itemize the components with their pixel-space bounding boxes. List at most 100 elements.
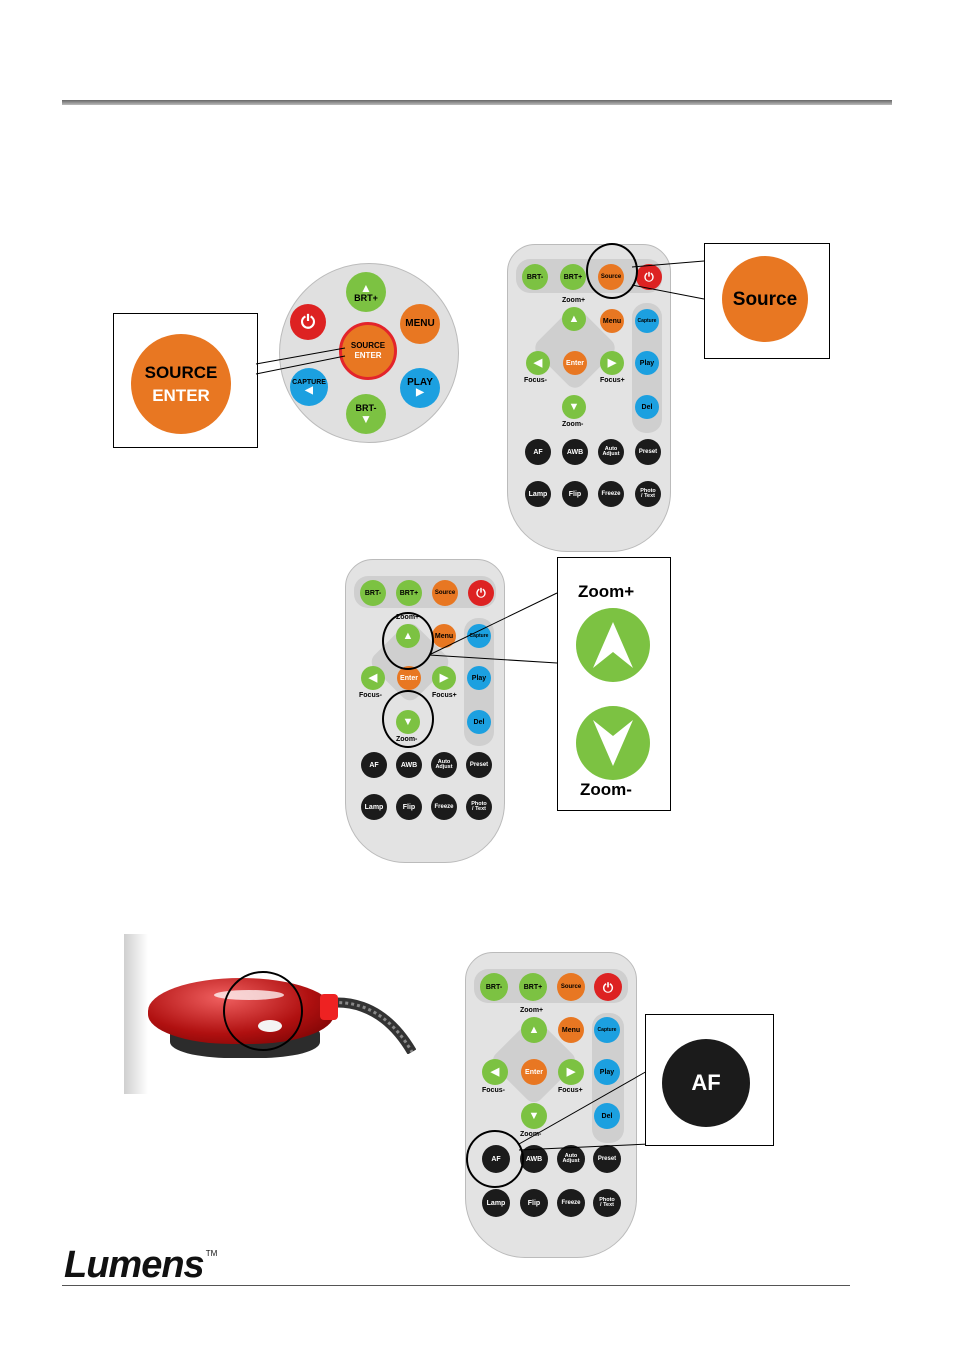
remote1-preset-label: Preset [638,449,658,455]
remote3-source[interactable]: Source [557,973,585,1001]
remote3-capture[interactable]: Capture [594,1017,620,1043]
remote2-flip[interactable]: Flip [396,794,422,820]
remote-af-highlight: BRT- BRT+ Source ⏻ Zoom+ ▲ Menu Capture … [465,952,637,1258]
chevron-down-icon: ▼ [360,411,372,426]
remote2-brt-minus-label: BRT- [364,589,382,597]
af-callout-box: AF [645,1014,774,1146]
remote3-enter-label: Enter [525,1068,543,1076]
source-callout-button: Source [722,256,808,342]
remote1-lamp[interactable]: Lamp [525,481,551,507]
source-callout-box: Source [704,243,830,359]
remote1-del[interactable]: Del [635,395,659,419]
remote3-enter[interactable]: Enter [521,1059,547,1085]
remote1-zoom-plus-label: Zoom+ [562,297,586,304]
remote2-enter[interactable]: Enter [397,666,421,690]
chevron-up-icon: ▲ [360,280,372,295]
remote2-capture[interactable]: Capture [467,624,491,648]
remote1-photo-text[interactable]: Photo/ Text [635,481,661,507]
remote3-brt-minus[interactable]: BRT- [480,973,508,1001]
remote1-text-label: / Text [641,493,655,499]
remote3-play[interactable]: Play [594,1059,620,1085]
remote2-lamp[interactable]: Lamp [361,794,387,820]
remote3-flip[interactable]: Flip [520,1189,548,1217]
remote1-flip[interactable]: Flip [562,481,588,507]
source-callout-leader [631,260,705,300]
remote2-af-label: AF [369,761,379,769]
remote1-enter[interactable]: Enter [563,351,587,375]
brand-trademark: TM [205,1249,218,1258]
remote3-auto-label: Auto [564,1152,578,1159]
remote3-photo-text[interactable]: Photo/ Text [593,1189,621,1217]
remote2-flip-label: Flip [402,803,416,811]
remote1-adjust-label: Adjust [602,451,620,457]
remote1-brt-minus[interactable]: BRT- [522,264,548,290]
remote2-brt-plus[interactable]: BRT+ [396,580,422,606]
remote2-power[interactable]: ⏻ [468,580,494,606]
remote3-zoom-plus-label: Zoom+ [520,1007,544,1014]
remote1-awb[interactable]: AWB [562,439,588,465]
remote1-zoom-minus-label: Zoom- [562,421,584,428]
remote2-freeze[interactable]: Freeze [431,794,457,820]
remote2-source-label: Source [434,590,456,596]
remote2-af[interactable]: AF [361,752,387,778]
wheel-menu-label: MENU [405,318,435,329]
remote1-power[interactable]: ⏻ [636,264,662,290]
remote1-capture-label: Capture [637,317,657,324]
remote3-brt-plus[interactable]: BRT+ [519,973,547,1001]
remote2-del[interactable]: Del [467,710,491,734]
wheel-enter-label: ENTER [354,351,382,360]
remote2-awb[interactable]: AWB [396,752,422,778]
remote3-menu[interactable]: Menu [558,1017,584,1043]
remote1-zoom-minus[interactable]: ▼ [562,395,586,419]
remote1-menu[interactable]: Menu [600,309,624,333]
wheel-source-enter-button[interactable]: SOURCE ENTER [339,322,397,380]
wheel-capture-button[interactable]: CAPTURE ◀ [290,368,328,406]
wheel-power-button[interactable]: ⏻ [290,304,326,340]
remote2-auto-label: Auto [437,758,451,765]
remote3-freeze-label: Freeze [561,1200,581,1206]
source-enter-callout-leader [255,347,346,375]
remote3-preset[interactable]: Preset [593,1145,621,1173]
wheel-play-button[interactable]: PLAY ▶ [400,368,440,408]
remote3-lamp[interactable]: Lamp [482,1189,510,1217]
remote1-af[interactable]: AF [525,439,551,465]
remote1-focus-minus[interactable]: ◀ [526,351,550,375]
remote2-photo-text[interactable]: Photo/ Text [466,794,492,820]
remote1-photo-label: Photo [640,487,656,494]
power-icon: ⏻ [476,586,486,600]
remote1-zoom-plus[interactable]: ▲ [562,307,586,331]
remote3-zoom-minus[interactable]: ▼ [521,1103,547,1129]
chevron-left-icon: ◀ [533,356,543,369]
remote2-capture-label: Capture [469,632,489,639]
remote3-brt-minus-label: BRT- [485,983,503,991]
remote2-preset[interactable]: Preset [466,752,492,778]
remote2-brt-minus[interactable]: BRT- [360,580,386,606]
wheel-brt-plus-button[interactable]: ▲ BRT+ [346,272,386,312]
remote3-zoom-plus[interactable]: ▲ [521,1017,547,1043]
remote1-freeze[interactable]: Freeze [598,481,624,507]
remote2-focus-plus[interactable]: ▶ [432,666,456,690]
remote3-del[interactable]: Del [594,1103,620,1129]
remote1-play[interactable]: Play [635,351,659,375]
remote2-source[interactable]: Source [432,580,458,606]
wheel-menu-button[interactable]: MENU [400,304,440,344]
remote1-enter-label: Enter [566,359,584,367]
remote2-play[interactable]: Play [467,666,491,690]
remote2-brt-plus-label: BRT+ [399,589,419,597]
remote3-focus-plus[interactable]: ▶ [558,1059,584,1085]
remote3-power[interactable]: ⏻ [594,973,622,1001]
remote2-focus-minus[interactable]: ◀ [361,666,385,690]
remote3-awb-label: AWB [525,1155,543,1163]
remote2-zoom-minus-highlight-ring [382,690,434,748]
zoom-callout-box: Zoom+ Zoom- [557,557,671,811]
remote1-capture[interactable]: Capture [635,309,659,333]
remote1-brt-plus[interactable]: BRT+ [560,264,586,290]
remote1-preset[interactable]: Preset [635,439,661,465]
wheel-brt-minus-button[interactable]: BRT- ▼ [346,394,386,434]
remote1-focus-plus[interactable]: ▶ [600,351,624,375]
remote3-freeze[interactable]: Freeze [557,1189,585,1217]
remote3-focus-minus[interactable]: ◀ [482,1059,508,1085]
